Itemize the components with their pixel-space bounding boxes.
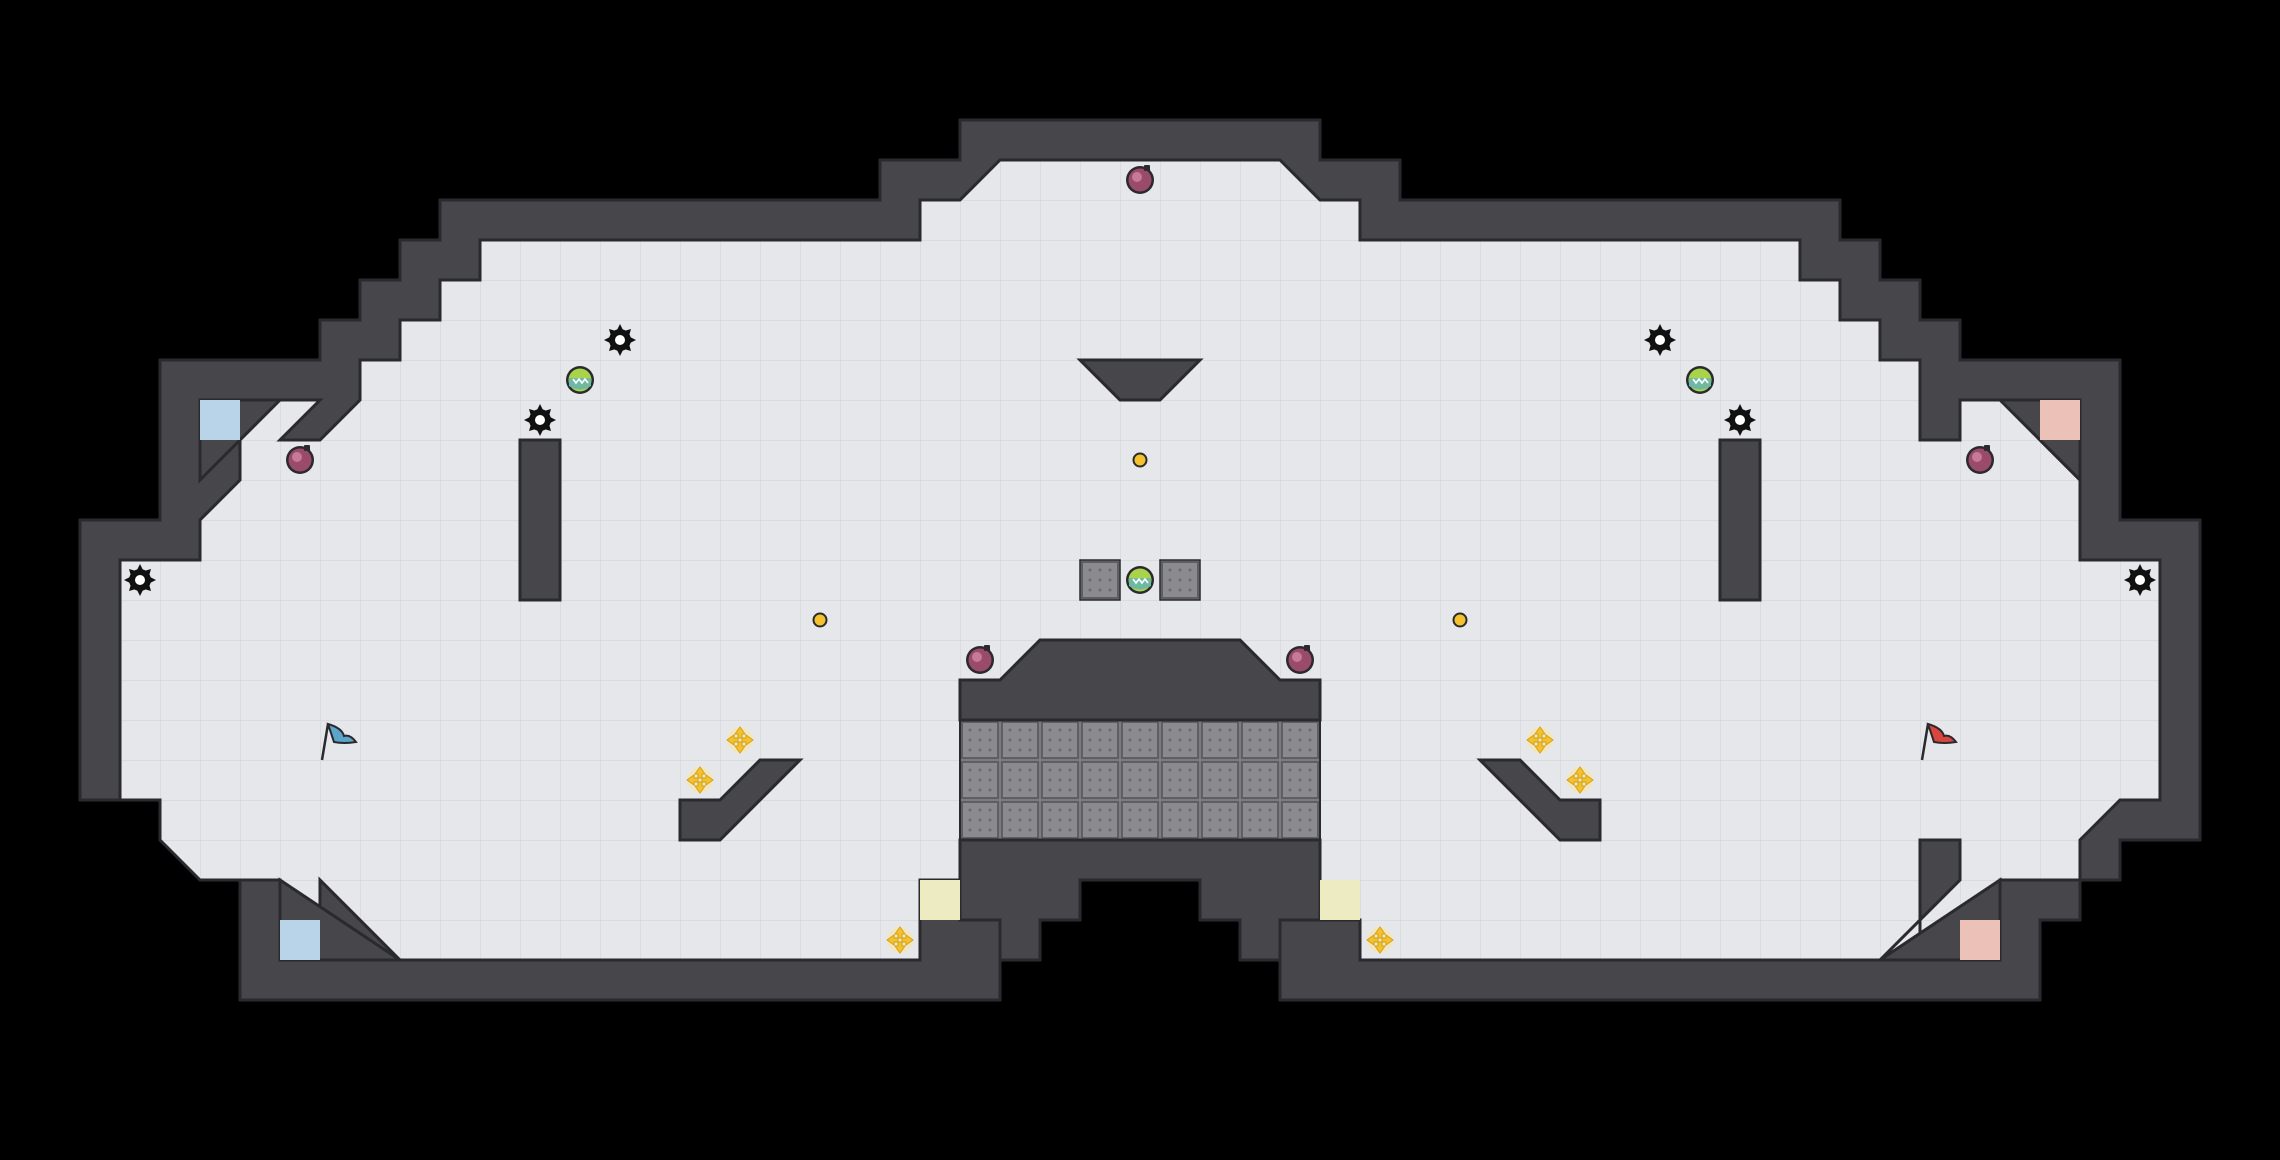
boost-icon: [1526, 726, 1554, 754]
small-boost-icon: [812, 612, 828, 628]
red-endzone-tile: [1960, 920, 2000, 960]
neutral-tile: [920, 880, 960, 920]
small-gate-right: [1159, 559, 1201, 601]
boost-icon: [686, 766, 714, 794]
ramp-left: [678, 758, 804, 842]
boost-icon: [726, 726, 754, 754]
center-mound: [958, 638, 1322, 722]
boost-icon: [1366, 926, 1394, 954]
blue-flag: [320, 722, 358, 761]
powerup-icon: [1125, 565, 1155, 595]
small-boost-icon: [1452, 612, 1468, 628]
pillar-right: [1718, 438, 1762, 602]
ramp-right: [1476, 758, 1602, 842]
small-gate-left: [1079, 559, 1121, 601]
small-boost-icon: [1132, 452, 1148, 468]
red-endzone-tile: [2040, 400, 2080, 440]
neutral-tile: [1320, 880, 1360, 920]
center-gate: [959, 719, 1321, 841]
top-funnel: [1076, 358, 1204, 402]
boost-icon: [886, 926, 914, 954]
blue-endzone-tile: [280, 920, 320, 960]
blue-endzone-tile: [200, 400, 240, 440]
powerup-icon: [1685, 365, 1715, 395]
red-flag: [1920, 722, 1958, 761]
boost-icon: [1566, 766, 1594, 794]
powerup-icon: [565, 365, 595, 395]
center-base: [958, 838, 1322, 962]
pillar-left: [518, 438, 562, 602]
